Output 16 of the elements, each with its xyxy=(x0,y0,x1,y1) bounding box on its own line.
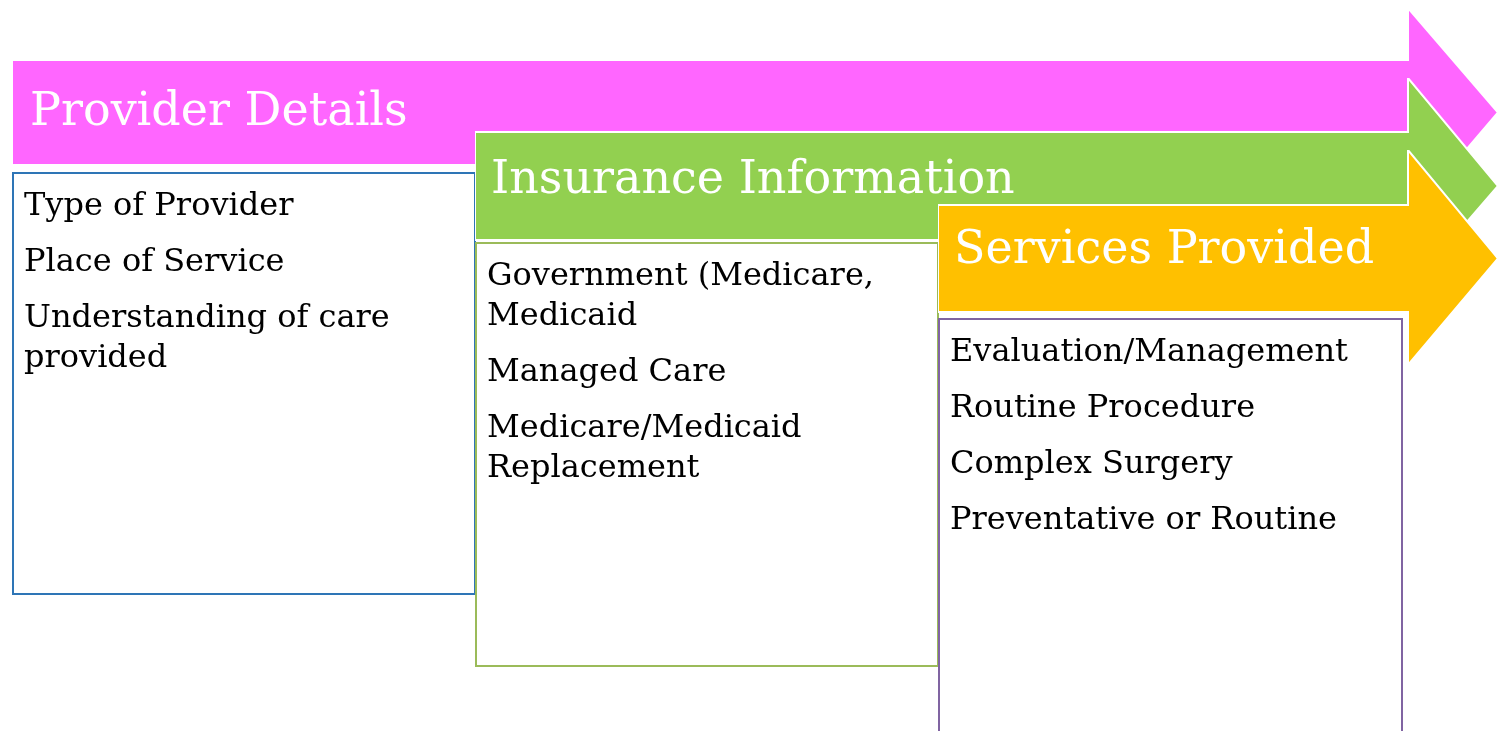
list-item: Type of Provider xyxy=(24,184,295,224)
list-item: Managed Care xyxy=(487,350,728,390)
list-item: Understanding of care provided xyxy=(24,296,391,376)
list-item: Evaluation/Management xyxy=(950,330,1349,370)
list-panel xyxy=(475,242,939,667)
list-item: Complex Surgery xyxy=(950,442,1234,482)
list-item: Routine Procedure xyxy=(950,386,1257,426)
list-panel xyxy=(938,318,1403,731)
list-item: Medicare/Medicaid Replacement xyxy=(487,406,803,486)
banner-title: Services Provided xyxy=(954,224,1375,270)
banner-title: Insurance Information xyxy=(491,154,1015,200)
list-item: Preventative or Routine xyxy=(950,498,1338,538)
list-panel xyxy=(12,172,476,595)
banner-title: Provider Details xyxy=(30,86,408,132)
list-item: Place of Service xyxy=(24,240,286,280)
list-item: Government (Medicare, Medicaid xyxy=(487,254,875,334)
